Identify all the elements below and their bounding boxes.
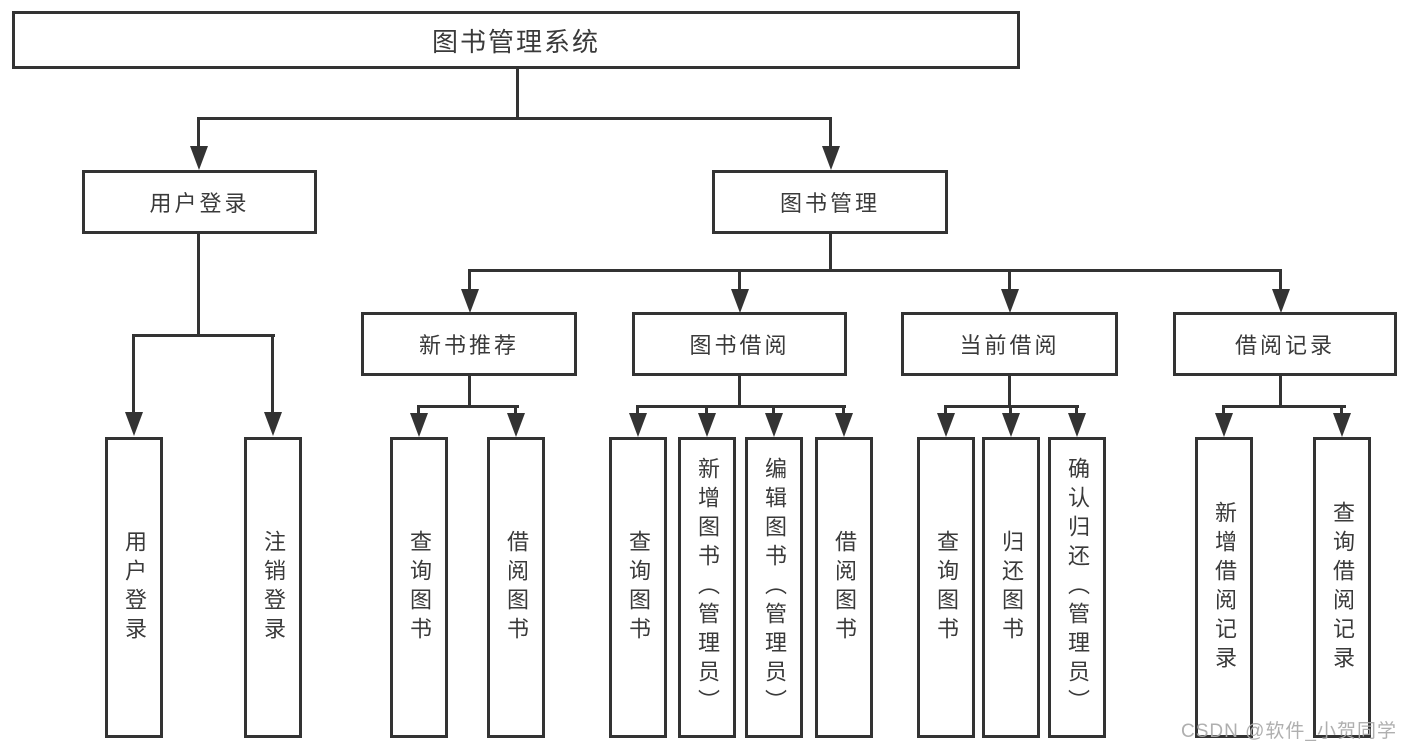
node-label: 图书管理系统 bbox=[431, 26, 600, 57]
connector-book-mgmt-branch bbox=[468, 269, 1282, 272]
connector-leaf-stem bbox=[842, 405, 845, 417]
leaf-logout: 注销登录 bbox=[244, 437, 302, 738]
connector-current-stem bbox=[1008, 269, 1011, 293]
leaf-records-add-borrow-record: 新增借阅记录 bbox=[1195, 437, 1253, 738]
connector-leaf-stem bbox=[1340, 405, 1343, 417]
connector-current-drop bbox=[1008, 376, 1011, 408]
arrowhead-down-icon bbox=[835, 413, 853, 437]
leaf-label: 确认归还（管理员） bbox=[1065, 457, 1090, 718]
node-label: 图书借阅 bbox=[689, 333, 790, 358]
connector-leaf-stem bbox=[944, 405, 947, 417]
arrowhead-down-icon bbox=[1215, 413, 1233, 437]
node-book-management: 图书管理 bbox=[712, 170, 948, 234]
arrowhead-down-icon bbox=[822, 146, 840, 170]
arrowhead-down-icon bbox=[698, 413, 716, 437]
connector-leaf-stem bbox=[705, 405, 708, 417]
leaf-label: 借阅图书 bbox=[504, 529, 529, 646]
connector-leaf-stem bbox=[514, 405, 517, 417]
arrowhead-down-icon bbox=[1002, 413, 1020, 437]
node-current-borrowing: 当前借阅 bbox=[901, 312, 1118, 376]
leaf-label: 新增借阅记录 bbox=[1212, 500, 1237, 675]
leaf-label: 注销登录 bbox=[261, 529, 286, 646]
node-label: 当前借阅 bbox=[959, 333, 1060, 358]
connector-records-branch bbox=[1222, 405, 1346, 408]
node-label: 借阅记录 bbox=[1234, 333, 1335, 358]
connector-login-leaf-stem bbox=[132, 334, 135, 414]
node-label: 用户登录 bbox=[149, 191, 250, 216]
connector-user-login-drop bbox=[197, 234, 200, 337]
connector-leaf-stem bbox=[636, 405, 639, 417]
arrowhead-down-icon bbox=[1272, 289, 1290, 313]
connector-leaf-stem bbox=[1222, 405, 1225, 417]
node-label: 图书管理 bbox=[779, 191, 880, 216]
connector-new-books-drop bbox=[468, 376, 471, 408]
arrowhead-down-icon bbox=[1333, 413, 1351, 437]
arrowhead-down-icon bbox=[765, 413, 783, 437]
connector-records-drop bbox=[1279, 376, 1282, 408]
node-new-book-recommendation: 新书推荐 bbox=[361, 312, 577, 376]
leaf-label: 归还图书 bbox=[999, 529, 1024, 646]
arrowhead-down-icon bbox=[1001, 289, 1019, 313]
leaf-newbooks-borrow-books: 借阅图书 bbox=[487, 437, 545, 738]
leaf-current-query-books: 查询图书 bbox=[917, 437, 975, 738]
leaf-user-login: 用户登录 bbox=[105, 437, 163, 738]
leaf-label: 查询图书 bbox=[934, 529, 959, 646]
connector-leaf-stem bbox=[417, 405, 420, 417]
connector-leaf-stem bbox=[1075, 405, 1078, 417]
leaf-borrowing-edit-books-admin: 编辑图书（管理员） bbox=[745, 437, 803, 738]
arrowhead-down-icon bbox=[507, 413, 525, 437]
connector-records-stem bbox=[1279, 269, 1282, 293]
connector-root-stem bbox=[516, 69, 519, 120]
arrowhead-down-icon bbox=[264, 412, 282, 436]
connector-new-books-stem bbox=[468, 269, 471, 293]
leaf-newbooks-query-books: 查询图书 bbox=[390, 437, 448, 738]
node-borrowing-records: 借阅记录 bbox=[1173, 312, 1397, 376]
arrowhead-down-icon bbox=[937, 413, 955, 437]
arrowhead-down-icon bbox=[1068, 413, 1086, 437]
leaf-label: 查询图书 bbox=[407, 529, 432, 646]
csdn-watermark: CSDN @软件_小贺同学 bbox=[1181, 721, 1397, 742]
arrowhead-down-icon bbox=[190, 146, 208, 170]
leaf-current-return-books: 归还图书 bbox=[982, 437, 1040, 738]
connector-leaf-stem bbox=[772, 405, 775, 417]
leaf-label: 新增图书（管理员） bbox=[695, 457, 720, 718]
leaf-records-query-borrow-record: 查询借阅记录 bbox=[1313, 437, 1371, 738]
leaf-label: 借阅图书 bbox=[832, 529, 857, 646]
connector-book-mgmt-stem bbox=[829, 117, 832, 149]
connector-borrowing-drop bbox=[738, 376, 741, 408]
leaf-borrowing-query-books: 查询图书 bbox=[609, 437, 667, 738]
arrowhead-down-icon bbox=[629, 413, 647, 437]
arrowhead-down-icon bbox=[410, 413, 428, 437]
node-library-management-system: 图书管理系统 bbox=[12, 11, 1020, 69]
connector-book-mgmt-drop bbox=[829, 234, 832, 272]
leaf-label: 查询借阅记录 bbox=[1330, 500, 1355, 675]
node-label: 新书推荐 bbox=[418, 333, 519, 358]
node-user-login: 用户登录 bbox=[82, 170, 317, 234]
leaf-borrowing-add-books-admin: 新增图书（管理员） bbox=[678, 437, 736, 738]
connector-borrowing-branch bbox=[636, 405, 846, 408]
leaf-current-confirm-return-admin: 确认归还（管理员） bbox=[1048, 437, 1106, 738]
connector-new-books-branch bbox=[417, 405, 519, 408]
node-book-borrowing: 图书借阅 bbox=[632, 312, 847, 376]
connector-user-login-stem bbox=[197, 117, 200, 149]
leaf-borrowing-borrow-books: 借阅图书 bbox=[815, 437, 873, 738]
arrowhead-down-icon bbox=[731, 289, 749, 313]
connector-logout-leaf-stem bbox=[271, 334, 274, 414]
connector-root-branch bbox=[197, 117, 832, 120]
leaf-label: 查询图书 bbox=[626, 529, 651, 646]
leaf-label: 用户登录 bbox=[122, 529, 147, 646]
connector-user-login-branch bbox=[132, 334, 275, 337]
connector-leaf-stem bbox=[1009, 405, 1012, 417]
arrowhead-down-icon bbox=[461, 289, 479, 313]
leaf-label: 编辑图书（管理员） bbox=[762, 457, 787, 718]
connector-borrowing-stem bbox=[738, 269, 741, 293]
arrowhead-down-icon bbox=[125, 412, 143, 436]
